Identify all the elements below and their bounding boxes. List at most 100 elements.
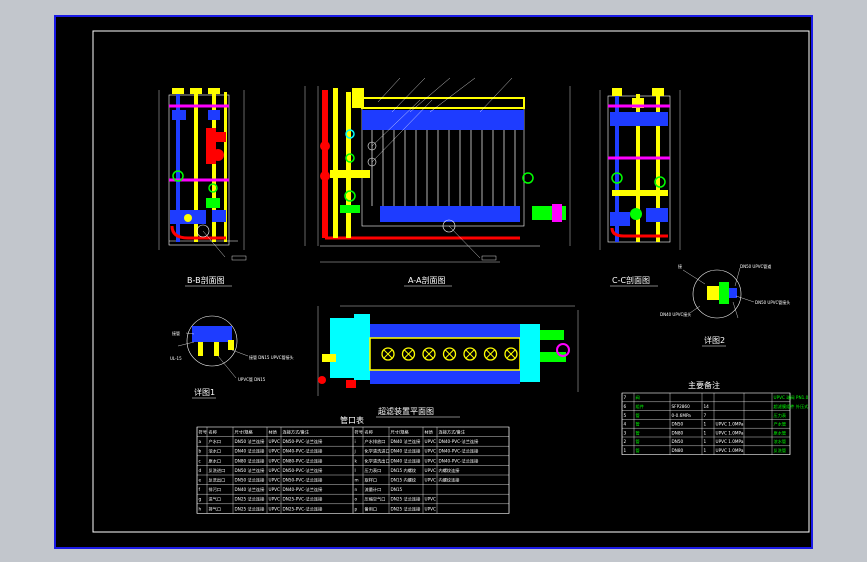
material-table-cell: 6 [624, 404, 627, 409]
material-table-cell: 管 [636, 421, 640, 428]
port-table-cell: h [199, 506, 202, 511]
port-table-cell: DN40-PVC-法兰连接 [439, 448, 480, 455]
view-bb-section [158, 88, 247, 261]
port-table-cell: 排气口 [209, 505, 222, 512]
plan-valve-icon [401, 347, 416, 361]
plan-valve-icon [504, 347, 518, 361]
plan-valve-icon [381, 347, 395, 361]
port-table-cell: DN25-PVC-法兰连接 [283, 496, 324, 503]
material-table-cell: 管 [636, 429, 640, 436]
port-table-cell: l [355, 468, 356, 473]
port-table-cell: DN50 法兰连接 [235, 467, 266, 474]
port-table-header: 尺寸/规格 [391, 429, 410, 436]
port-table-cell: k [355, 458, 358, 463]
port-table-header: 材质 [269, 429, 277, 436]
port-table-cell: UPVC [269, 497, 280, 502]
material-table-cell: DN80 [672, 448, 684, 453]
aa-view-label: A-A剖面图 [408, 275, 445, 285]
material-table-cell: 1 [624, 448, 627, 453]
port-table-cell: UPVC [425, 478, 436, 483]
port-table-cell: g [199, 497, 202, 502]
material-table-cell: 产水管 [774, 421, 787, 428]
detail1-note-2: UPVC管 DN15 [238, 376, 266, 382]
plan-valve-icon [483, 347, 498, 361]
material-table-cell: 原水管 [774, 429, 787, 436]
material-table-cell: 14 [704, 404, 710, 409]
port-table-cell: DN40 法兰连接 [235, 486, 266, 493]
port-table-cell: j [354, 449, 356, 454]
port-table-cell: 反洗出口 [209, 477, 226, 484]
material-table-cell: 管 [636, 412, 640, 419]
port-table-title: 管口表 [340, 415, 364, 425]
detail2-label: 详图2 [704, 335, 725, 345]
material-table-cell: 阀 [636, 394, 640, 401]
material-table-cell: DN50 [672, 422, 684, 427]
port-table-header: 连接方式/备注 [439, 429, 466, 436]
port-table-cell: d [199, 468, 202, 473]
detail1-note-1: 接管 DN15 UPVC管接头 [249, 354, 294, 360]
plan-valve-icon [422, 347, 436, 361]
port-table-cell: UPVC [269, 468, 280, 473]
detail2-note-2: DN50 UPVC管接头 [755, 299, 790, 305]
detail-2 [682, 267, 755, 319]
port-table-cell: DN25 法兰连接 [235, 505, 266, 512]
port-table-cell: n [355, 487, 358, 492]
material-table-cell: 1 [704, 430, 707, 435]
material-table-cell: SFP2860 [672, 404, 691, 409]
port-table-cell: DN25 法兰连接 [235, 496, 266, 503]
material-table-cell: UPVC 1.0MPa [716, 439, 744, 444]
port-table-cell: 取样口 [365, 477, 378, 484]
material-table-cell: UPVC 1.0MPa [716, 430, 744, 435]
port-table-cell: e [199, 478, 202, 483]
port-table-cell: DN50 法兰连接 [235, 438, 266, 445]
port-table-cell: UPVC [269, 478, 280, 483]
plan-valve-icon [463, 347, 477, 361]
port-table-cell: DN15 [391, 487, 403, 492]
view-plan [317, 305, 579, 396]
material-table-cell: 反洗管 [774, 447, 787, 454]
material-table-cell: 1 [704, 439, 707, 444]
detail1-tag-top: 接管 [172, 330, 180, 336]
port-table-cell: UPVC [425, 468, 436, 473]
port-table-cell: o [355, 497, 358, 502]
material-table-title: 主要备注 [688, 380, 720, 390]
port-table-cell: UPVC [425, 449, 436, 454]
material-table-cell: 管 [636, 447, 640, 454]
material-table-cell: 3 [624, 430, 627, 435]
port-table-cell: DN40-PVC-法兰连接 [283, 486, 324, 493]
port-table-cell: DN80 法兰连接 [235, 457, 266, 464]
detail2-tag: 接 [678, 263, 682, 269]
port-table-header: 尺寸/规格 [235, 429, 254, 436]
port-table-cell: DN15 内螺纹 [391, 477, 417, 484]
port-table-cell: 化学清洗出口 [365, 457, 390, 464]
plan-view-label: 超滤装置平面图 [378, 406, 434, 416]
port-table-cell: 内螺纹连接 [439, 477, 461, 484]
detail1-label: 详图1 [194, 387, 215, 397]
detail1-tag-left: UL-15 [170, 356, 182, 361]
port-table-cell: 浓水口 [209, 448, 222, 455]
port-table-cell: m [355, 478, 359, 483]
port-table-cell: 压缩空气口 [365, 496, 386, 503]
plan-valve-icon [442, 347, 457, 361]
port-table-cell: DN40 法兰连接 [391, 448, 422, 455]
material-table-cell: 组件 [636, 403, 644, 410]
port-table-cell: UPVC [425, 458, 436, 463]
port-table-cell: DN25 法兰连接 [391, 496, 422, 503]
port-table-cell: DN40-PVC-法兰连接 [439, 438, 480, 445]
material-table-cell: 1 [704, 422, 707, 427]
port-table-cell: DN40 法兰连接 [391, 457, 422, 464]
port-table-cell: UPVC [269, 439, 280, 444]
port-table-cell: UPVC [425, 506, 436, 511]
port-table-cell: 反洗进口 [209, 467, 226, 474]
port-table-cell: DN40-PVC-法兰连接 [439, 457, 480, 464]
port-table-cell: UPVC [269, 487, 280, 492]
port-table-cell: 内螺纹连接 [439, 467, 461, 474]
port-table-header: 符号 [199, 429, 207, 436]
material-table-cell: 浓水管 [774, 438, 787, 445]
port-table-cell: b [199, 449, 202, 454]
port-table-cell: 化学清洗进口 [365, 448, 390, 455]
port-table-cell: DN40 法兰连接 [235, 448, 266, 455]
port-table-cell: DN25-PVC-法兰连接 [283, 505, 324, 512]
